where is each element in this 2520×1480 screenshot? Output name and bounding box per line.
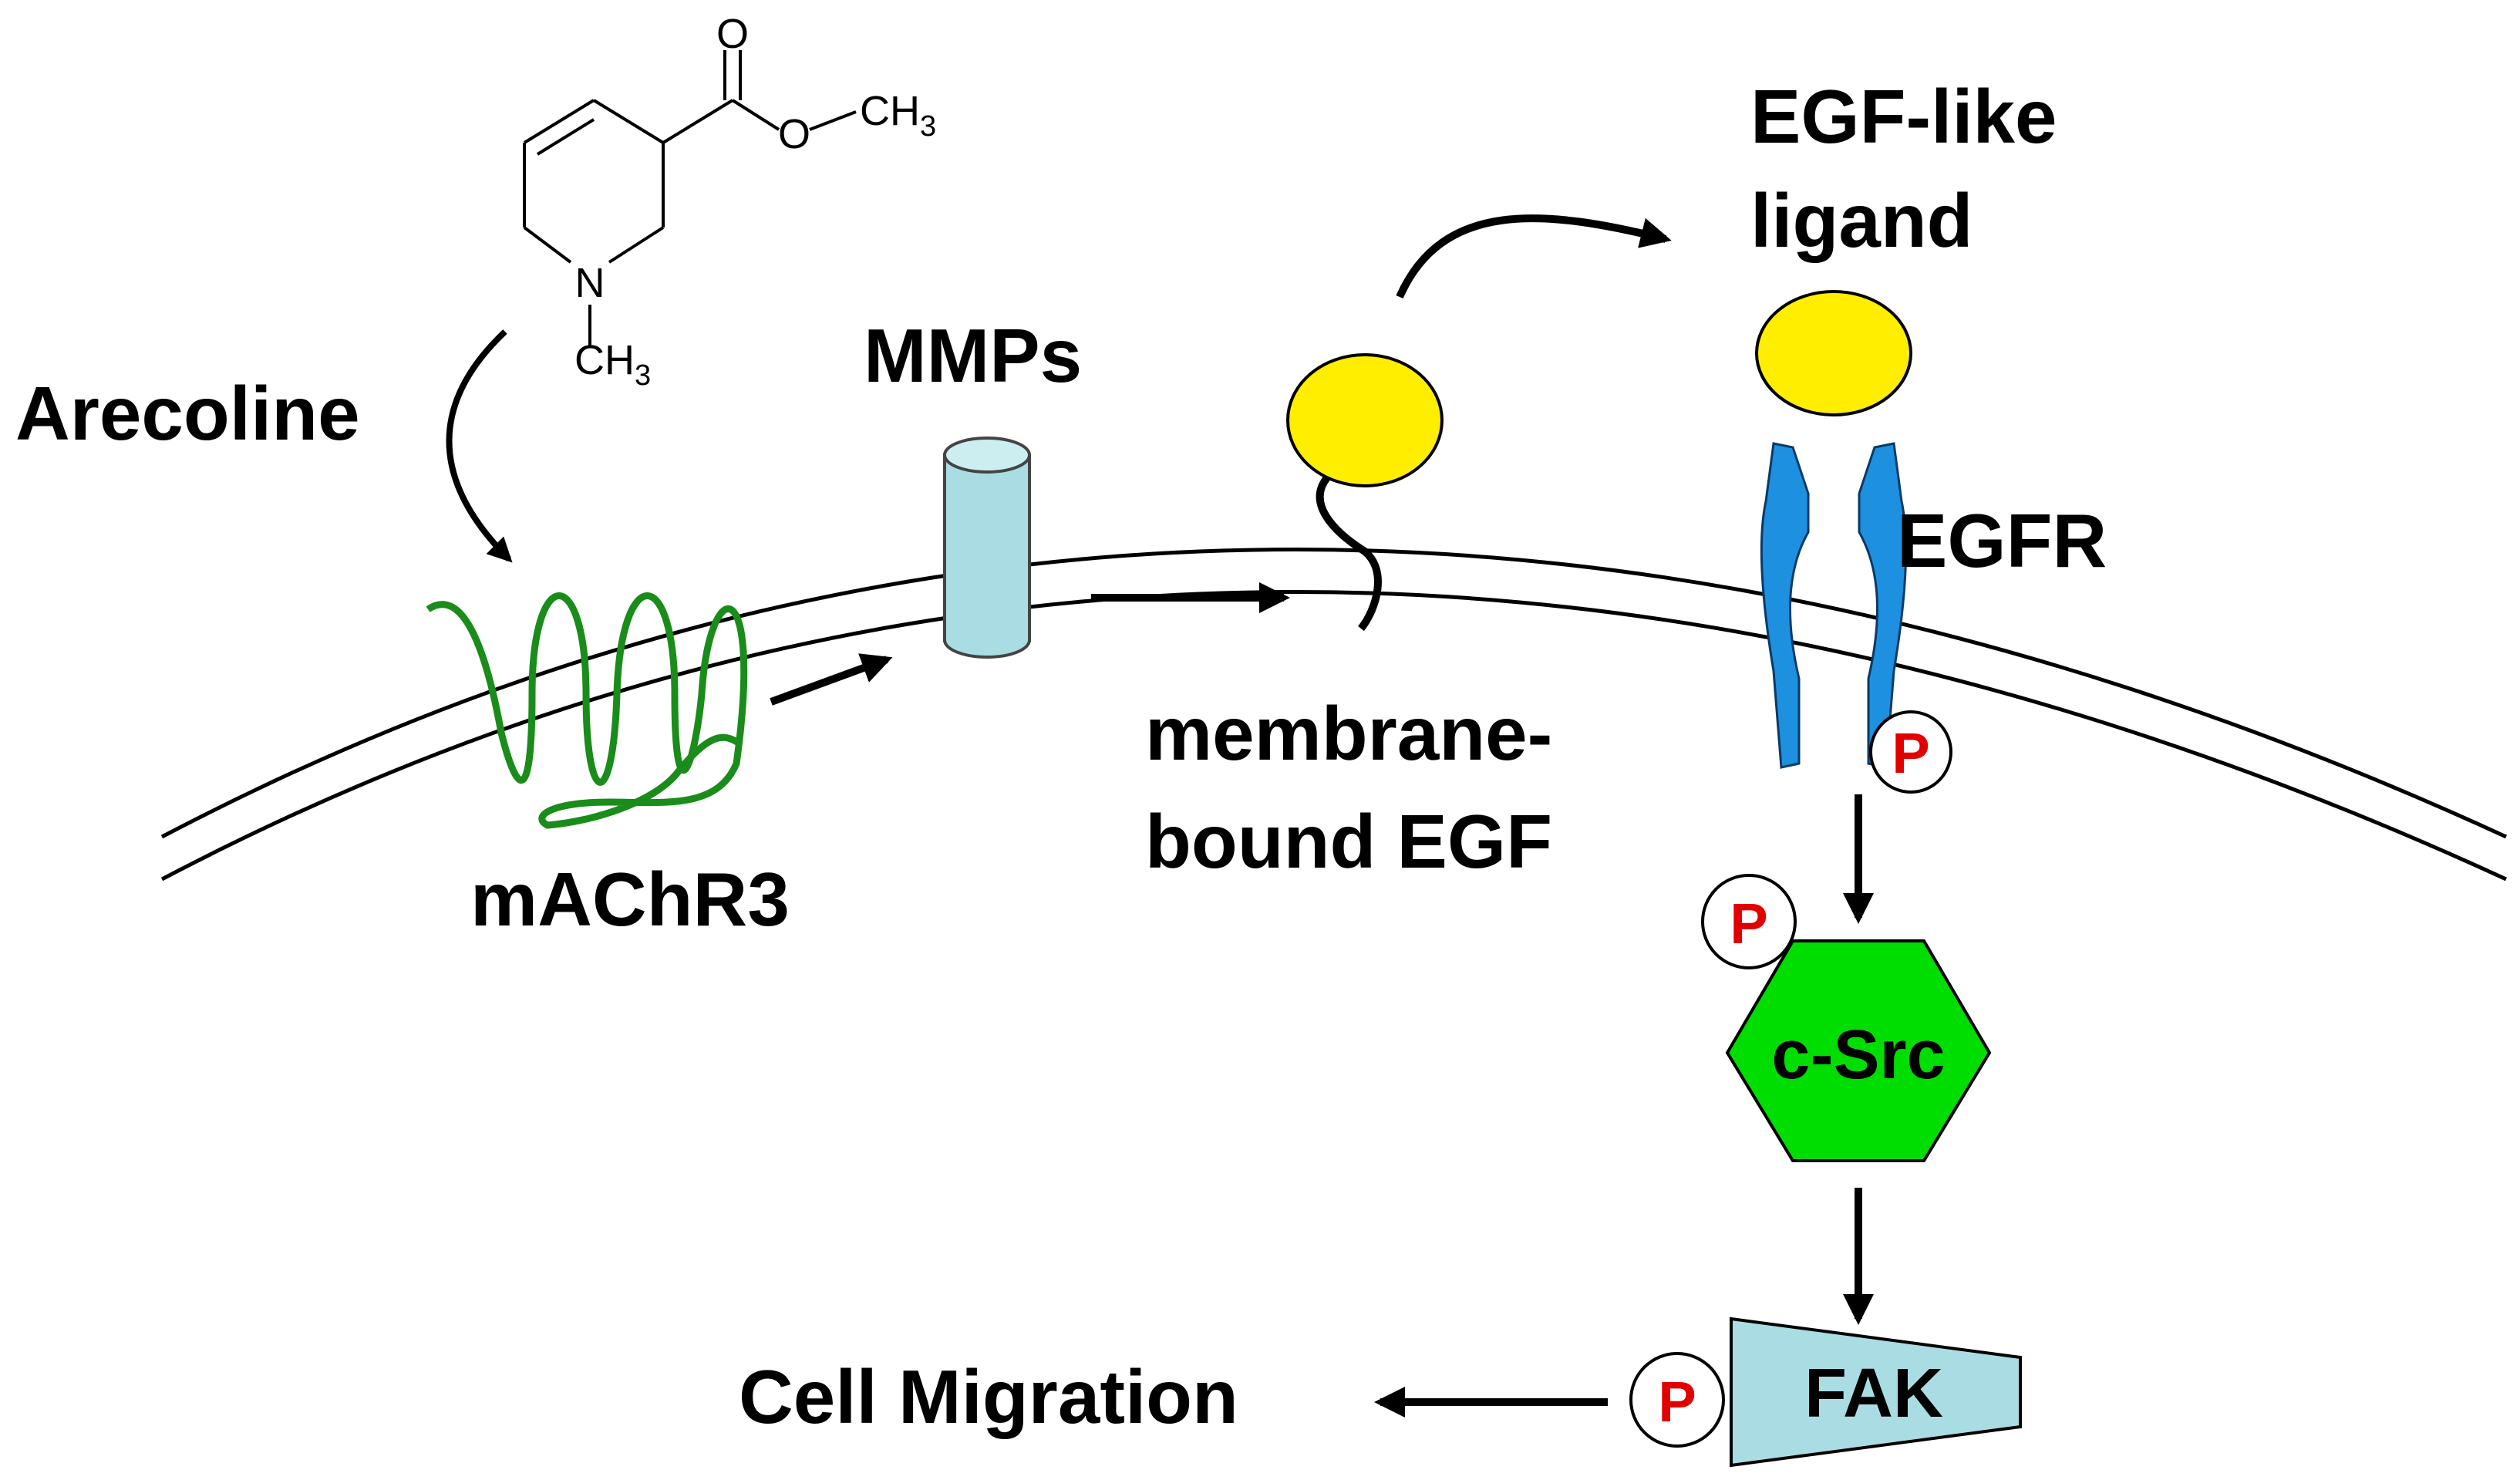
csrc-phospho-label: P — [1730, 892, 1767, 956]
atom-n: N — [575, 260, 605, 306]
fak-node — [1730, 1316, 2022, 1468]
arecoline-structure — [523, 50, 857, 347]
membrane-bound-egf-label-line1: membrane- — [1145, 691, 1552, 776]
methyl-ester: CH3 — [860, 88, 936, 143]
csrc-phospho-badge: P — [1701, 874, 1797, 969]
atom-o-ester: O — [778, 111, 810, 157]
fak-phospho-label: P — [1658, 1370, 1696, 1434]
machr3-receptor — [426, 592, 748, 829]
membrane-bound-egf-label-line2: bound EGF — [1145, 799, 1552, 884]
egf-release-arrow — [1396, 214, 1672, 299]
egf-like-ligand-label-line2: ligand — [1750, 178, 1973, 263]
cell-migration-label: Cell Migration — [739, 1354, 1238, 1439]
arecoline-to-machr3-arrow — [446, 329, 513, 563]
egfr-phospho-label: P — [1892, 721, 1929, 785]
egf-like-ligand — [1755, 290, 1912, 416]
egfr-label: EGFR — [1897, 498, 2107, 583]
egfr-receptor — [1760, 442, 1908, 769]
mmps-cylinder — [943, 437, 1031, 659]
csrc-node — [1725, 939, 1992, 1162]
csrc-label: c-Src — [1771, 1016, 1945, 1094]
fak-label: FAK — [1804, 1355, 1943, 1432]
machr3-to-mmps-arrow — [770, 653, 893, 706]
egf-like-ligand-label-line1: EGF-like — [1750, 74, 2057, 159]
atom-o-carbonyl: O — [716, 11, 749, 57]
cell-membrane — [160, 548, 2508, 882]
mmps-label: MMPs — [864, 313, 1082, 398]
fak-phospho-badge: P — [1629, 1352, 1725, 1448]
membrane-bound-egf — [1286, 353, 1444, 632]
arecoline-label: Arecoline — [15, 371, 360, 456]
egfr-phospho-badge: P — [1869, 710, 1952, 794]
methyl-n: CH3 — [574, 337, 651, 392]
machr3-label: mAChR3 — [470, 857, 790, 942]
